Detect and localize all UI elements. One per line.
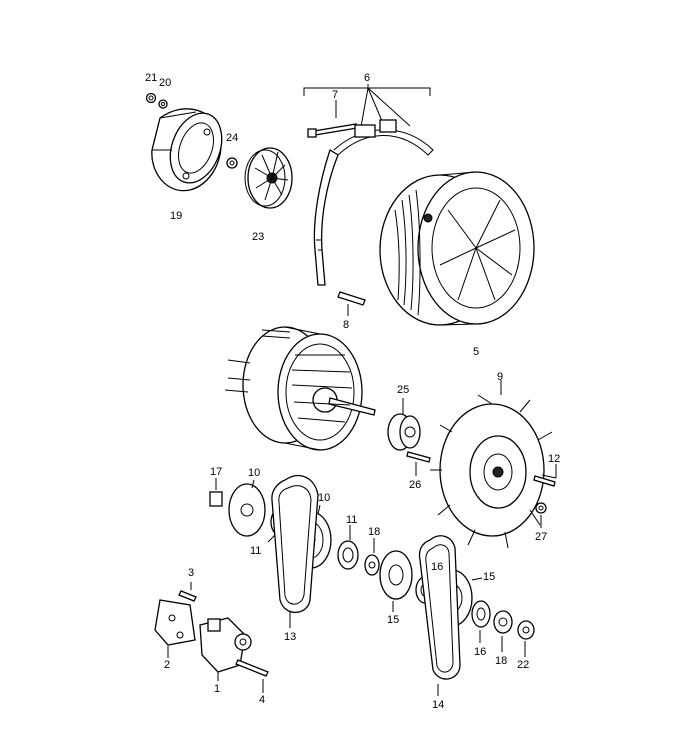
label-8: 8: [343, 319, 349, 331]
label-7: 7: [332, 89, 338, 101]
part-23-impeller: [244, 147, 293, 209]
part-7-bolt: [307, 100, 358, 138]
part-25-spacer: [387, 398, 421, 451]
label-26: 26: [409, 479, 421, 491]
label-17: 17: [210, 466, 222, 478]
part-12-bolt: [533, 464, 557, 487]
label-2: 2: [164, 659, 170, 671]
part-9-fan-wheel: [430, 380, 557, 549]
label-19: 19: [170, 210, 182, 222]
part-17-bushing: [209, 478, 223, 507]
part-15-pulley-a: [379, 550, 413, 612]
part-8-bolt: [337, 291, 366, 316]
label-15-a: 15: [387, 614, 399, 626]
part-14-v-belt: [418, 535, 461, 696]
part-21-nut: [145, 92, 157, 104]
label-11-a: 11: [250, 545, 261, 557]
label-21: 21: [145, 72, 157, 84]
label-5: 5: [473, 346, 479, 358]
part-24-nut: [226, 157, 238, 169]
part-16-spacer-b: [471, 600, 491, 643]
part-5-fan-housing: [379, 171, 535, 326]
part-19-cover: [151, 108, 223, 192]
part-labels: 21 20 6 7 24 19 23 8 5 25 9 12 26 27 17 …: [145, 72, 560, 711]
label-10-a: 10: [248, 467, 260, 479]
label-27: 27: [535, 531, 547, 543]
label-25: 25: [397, 384, 409, 396]
label-6: 6: [364, 72, 370, 84]
part-4-bolt: [235, 659, 269, 693]
part-18-nut-a: [364, 538, 380, 576]
part-26-bolt: [406, 451, 431, 476]
alternator-body: [224, 326, 376, 451]
label-12: 12: [548, 453, 560, 465]
label-13: 13: [284, 631, 296, 643]
label-4: 4: [259, 694, 265, 706]
label-18-a: 18: [368, 526, 380, 538]
label-11-b: 11: [346, 514, 357, 526]
part-6-strap: [313, 119, 434, 286]
label-23: 23: [252, 231, 264, 243]
part-18-nut-b: [493, 610, 513, 652]
label-18-b: 18: [495, 655, 507, 667]
part-20-washer: [158, 99, 168, 109]
part-13-v-belt: [271, 475, 319, 628]
label-16-b: 16: [474, 646, 486, 658]
label-22: 22: [517, 659, 529, 671]
label-16-a: 16: [431, 561, 443, 573]
part-1-mount: [199, 617, 252, 681]
label-20: 20: [159, 77, 171, 89]
label-10-b: 10: [318, 492, 330, 504]
part-10-pulley-a: [228, 479, 266, 537]
label-15-b: 15: [483, 571, 495, 583]
label-9: 9: [497, 371, 503, 383]
part-3-bolt: [178, 582, 197, 602]
part-11-washer-b: [337, 525, 359, 570]
part-2-bracket: [154, 599, 196, 658]
part-22-nut: [517, 620, 535, 657]
label-1: 1: [214, 683, 220, 695]
label-3: 3: [188, 567, 194, 579]
part-27-nut: [535, 502, 547, 528]
label-14: 14: [432, 699, 444, 711]
label-24: 24: [226, 132, 238, 144]
